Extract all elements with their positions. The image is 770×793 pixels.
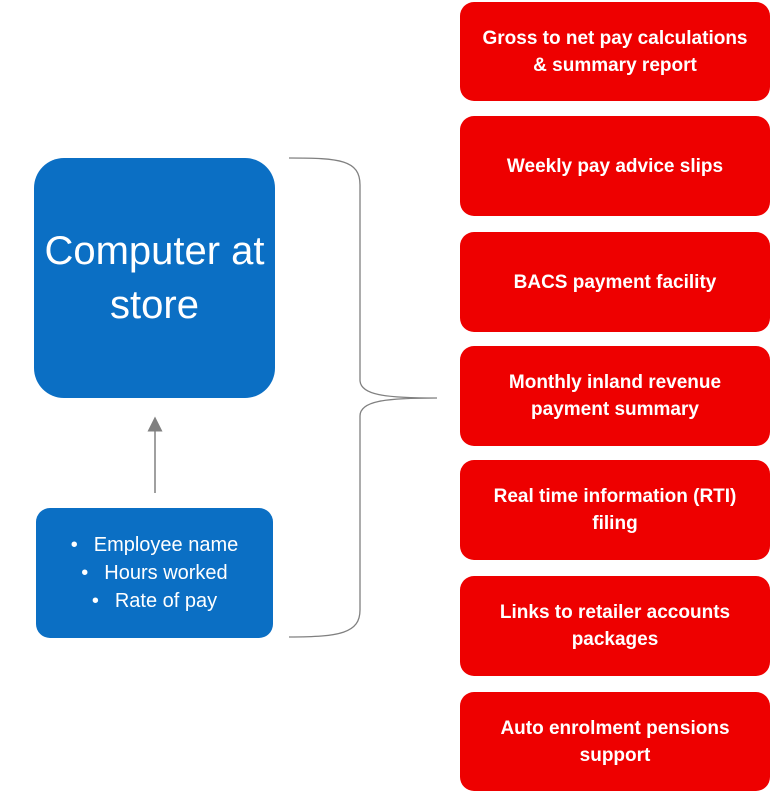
output-label: Auto enrolment pensions support	[500, 717, 730, 766]
computer-at-store-box: Computer at store	[34, 158, 275, 398]
output-label: Links to retailer accounts packages	[499, 602, 731, 650]
output-label: Weekly pay advice slips	[506, 155, 724, 177]
output-bacs-payment: BACS payment facility	[460, 232, 770, 332]
output-rti-filing: Real time information (RTI) filing	[460, 460, 770, 560]
output-gross-to-net: Gross to net pay calculations & summary …	[460, 2, 770, 101]
output-label: Real time information (RTI) filing	[493, 486, 737, 534]
inputs-list: Employee name Hours worked Rate of pay	[71, 531, 239, 615]
input-hours-worked: Hours worked	[71, 559, 239, 587]
output-label: Monthly inland revenue payment summary	[508, 372, 722, 420]
output-monthly-inland-revenue: Monthly inland revenue payment summary	[460, 346, 770, 446]
input-rate-of-pay: Rate of pay	[71, 587, 239, 615]
output-retailer-accounts: Links to retailer accounts packages	[460, 576, 770, 676]
payroll-inputs-box: Employee name Hours worked Rate of pay	[36, 508, 273, 638]
right-brace	[288, 157, 438, 638]
output-label: BACS payment facility	[513, 271, 717, 293]
output-weekly-pay-slips: Weekly pay advice slips	[460, 116, 770, 216]
computer-at-store-label: Computer at store	[44, 229, 265, 327]
output-auto-enrolment: Auto enrolment pensions support	[460, 692, 770, 791]
output-label: Gross to net pay calculations & summary …	[482, 27, 748, 76]
input-employee-name: Employee name	[71, 531, 239, 559]
